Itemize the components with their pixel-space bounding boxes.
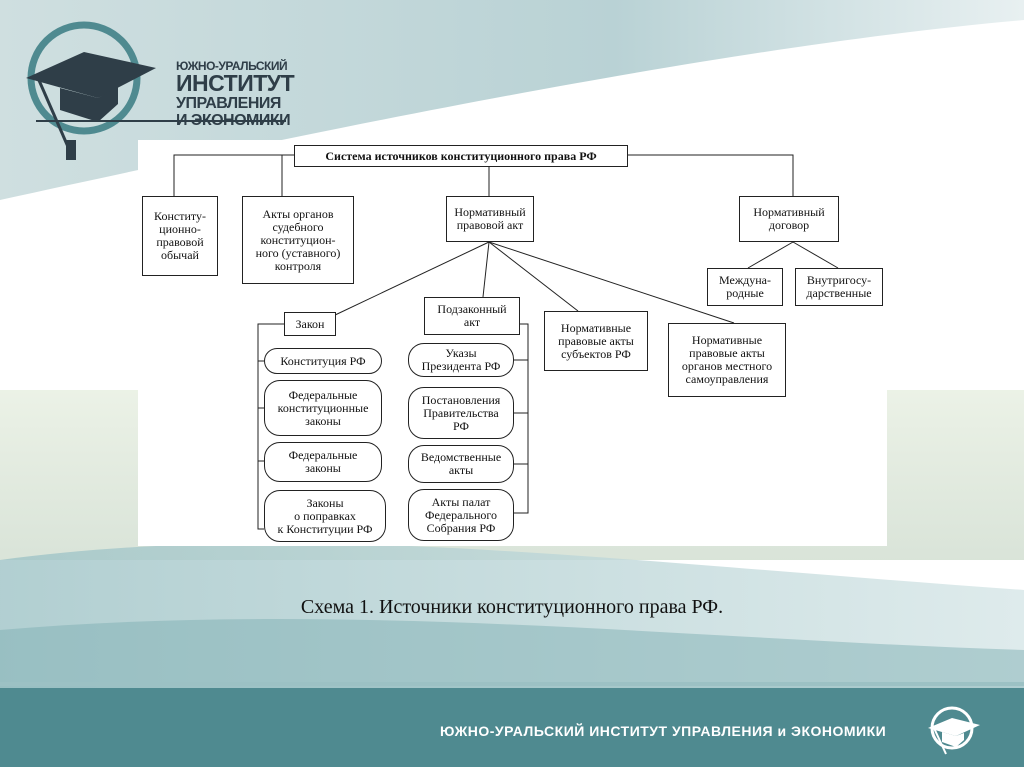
logo-line-3: УПРАВЛЕНИЯ [176, 95, 281, 112]
sublegal-item: Ведомственные акты [408, 445, 514, 483]
node-normative-legal-act: Нормативный правовой акт [446, 196, 534, 242]
law-item: Федеральные конституционные законы [264, 380, 382, 436]
node-normative-contract: Нормативный договор [739, 196, 839, 242]
law-item: Законы о поправках к Конституции РФ [264, 490, 386, 542]
diagram-title: Система источников конституционного прав… [294, 145, 628, 167]
node-sublegal-act: Подзаконный акт [424, 297, 520, 335]
node-constitutional-custom: Конститу- ционно- правовой обычай [142, 196, 218, 276]
graduation-cap-icon [26, 21, 286, 160]
sublegal-item: Постановления Правительства РФ [408, 387, 514, 439]
logo-line-1: ЮЖНО-УРАЛЬСКИЙ [176, 59, 288, 73]
diagram-panel: Система источников конституционного прав… [138, 140, 887, 546]
node-law: Закон [284, 312, 336, 336]
logo-line-4: И ЭКОНОМИКИ [176, 112, 291, 129]
institute-logo: ЮЖНО-УРАЛЬСКИЙ ИНСТИТУТ УПРАВЛЕНИЯ И ЭКО… [6, 18, 306, 168]
law-item: Федеральные законы [264, 442, 382, 482]
logo-line-2: ИНСТИТУТ [176, 70, 295, 96]
figure-caption: Схема 1. Источники конституционного прав… [300, 596, 724, 618]
node-domestic-contracts: Внутригосу- дарственные [795, 268, 883, 306]
node-local-government-acts: Нормативные правовые акты органов местно… [668, 323, 786, 397]
diagram-connectors [173, 154, 839, 530]
law-item: Конституция РФ [264, 348, 382, 374]
node-subject-acts: Нормативные правовые акты субъектов РФ [544, 311, 648, 371]
node-court-acts: Акты органов судебного конституцион- ног… [242, 196, 354, 284]
sublegal-item: Акты палат Федерального Собрания РФ [408, 489, 514, 541]
footer-graduation-cap-icon [928, 706, 980, 755]
node-international-contracts: Междуна- родные [707, 268, 783, 306]
sublegal-item: Указы Президента РФ [408, 343, 514, 377]
footer-title: ЮЖНО-УРАЛЬСКИЙ ИНСТИТУТ УПРАВЛЕНИЯ и ЭКО… [440, 723, 887, 739]
